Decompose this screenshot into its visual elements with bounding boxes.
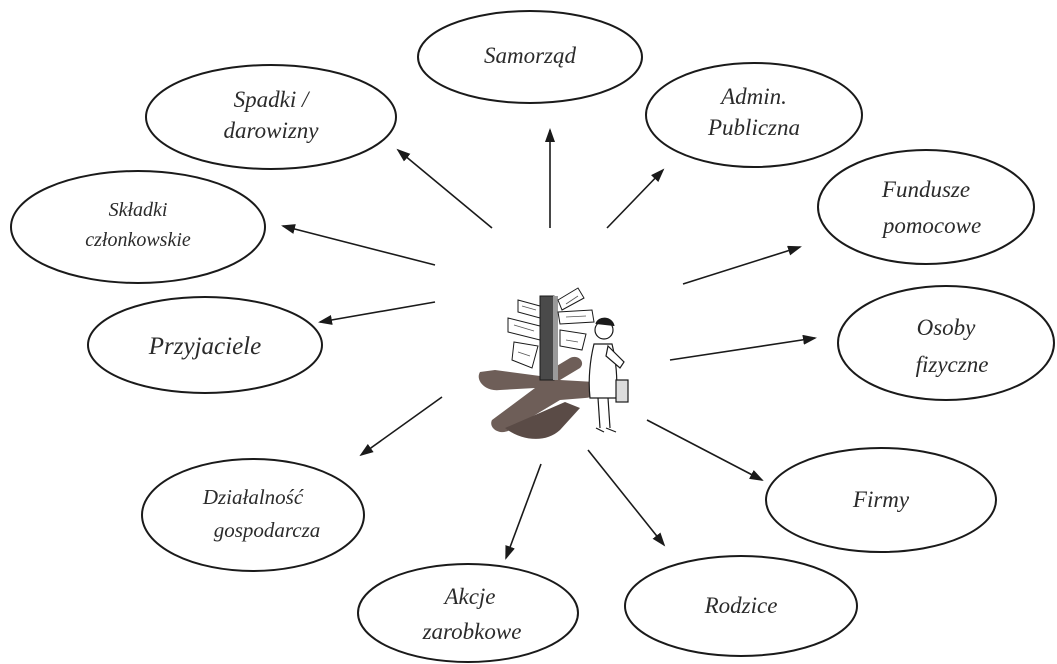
node-firmy: Firmy: [765, 447, 997, 553]
node-osoby: Osoby fizyczne: [837, 285, 1055, 401]
person-figure: [588, 317, 629, 433]
node-label-line2: zarobkowe: [422, 619, 522, 644]
arrows: [281, 128, 817, 560]
node-label-line1: Działalność: [202, 485, 304, 509]
arrow-to-admin: [606, 168, 665, 229]
node-label: Samorząd: [484, 43, 577, 68]
arrow-to-akcje: [505, 463, 542, 560]
node-label: Przyjaciele: [148, 333, 261, 360]
arrow-to-spadki: [396, 148, 493, 229]
arrow-to-rodzice: [587, 449, 666, 547]
arrow-to-przyjaciele: [318, 301, 436, 325]
node-dzialalnosc: Działalność gospodarcza: [141, 458, 365, 572]
node-label: Rodzice: [704, 593, 778, 618]
node-label-line2: członkowskie: [85, 229, 191, 251]
node-label-line1: Fundusze: [881, 177, 970, 202]
node-label-line1: Akcje: [442, 584, 495, 609]
node-samorzad: Samorząd: [417, 10, 643, 104]
arrow-to-skladki: [281, 224, 436, 266]
node-label-line1: Składki: [109, 199, 168, 221]
crossroads-shadow: [505, 402, 580, 439]
sign-boards: [507, 287, 595, 369]
signpost-pole: [539, 295, 555, 381]
node-label-line2: Publiczna: [707, 115, 800, 140]
node-skladki: Składki członkowskie: [10, 170, 266, 284]
node-label-line1: Admin.: [719, 84, 787, 109]
arrow-to-osoby: [669, 334, 817, 361]
node-akcje: Akcje zarobkowe: [357, 563, 579, 663]
signpost-person-illustration: [478, 287, 629, 439]
arrow-to-fundusze: [682, 245, 802, 285]
node-label-line2: fizyczne: [916, 352, 989, 377]
crossroads-shape: [478, 356, 597, 433]
node-label-line2: pomocowe: [881, 213, 981, 238]
node-label-line2: gospodarcza: [214, 518, 321, 542]
arrow-to-firmy: [646, 419, 764, 481]
node-przyjaciele: Przyjaciele: [87, 296, 323, 394]
node-admin: Admin. Publiczna: [645, 62, 863, 168]
node-spadki: Spadki / darowizny: [145, 64, 397, 170]
node-fundusze: Fundusze pomocowe: [817, 149, 1035, 265]
node-label-line1: Spadki /: [234, 87, 311, 112]
node-rodzice: Rodzice: [624, 555, 858, 657]
node-label-line2: darowizny: [224, 118, 320, 143]
node-label-line1: Osoby: [917, 315, 977, 340]
node-label: Firmy: [852, 487, 910, 512]
arrow-to-dzialalnosc: [359, 396, 443, 457]
